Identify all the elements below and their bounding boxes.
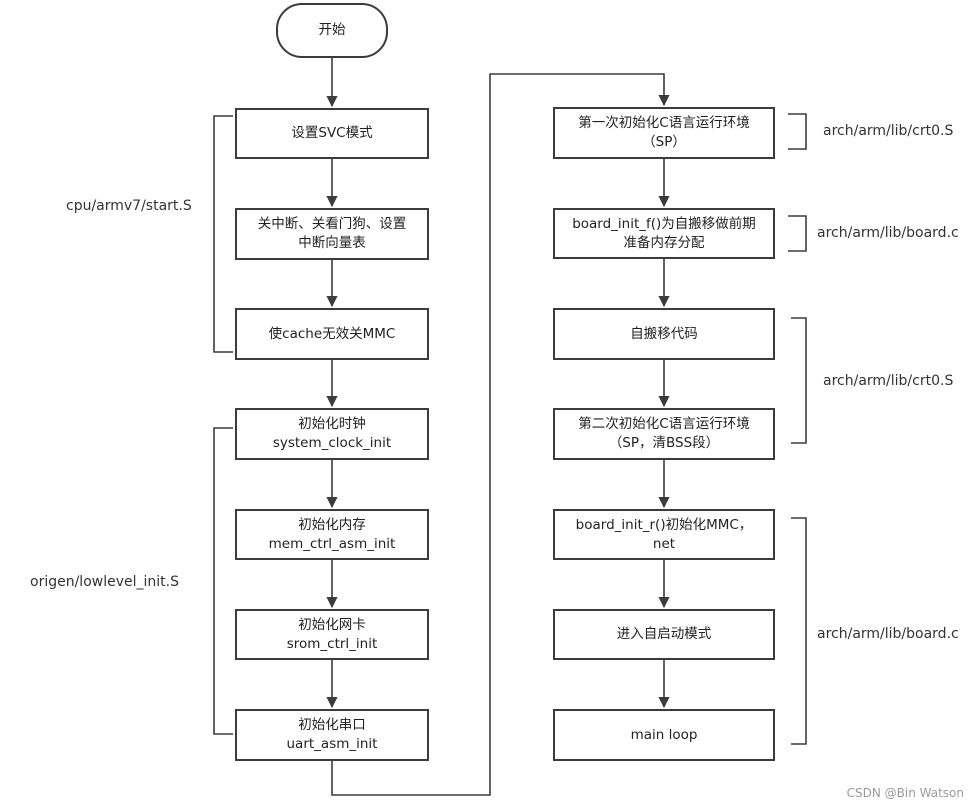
label-crt0-first: arch/arm/lib/crt0.S <box>823 123 954 139</box>
autoboot-node: 进入自启动模式 <box>553 609 775 660</box>
c-env-second-node-line1: 第二次初始化C语言运行环境 <box>578 416 750 432</box>
relocate-node-label: 自搬移代码 <box>630 325 698 342</box>
uart-init-node-line1: 初始化串口 <box>298 717 366 733</box>
mem-init-node-line2: mem_ctrl_asm_init <box>268 535 396 552</box>
start-node: 开始 <box>276 3 388 58</box>
main-loop-node: main loop <box>553 709 775 761</box>
svc-mode-node-label: 设置SVC模式 <box>291 125 373 141</box>
bracket-crt0-b <box>791 317 807 444</box>
clock-init-node-line2: system_clock_init <box>272 435 392 451</box>
mem-init-node: 初始化内存 mem_ctrl_asm_init <box>235 509 429 560</box>
label-lowlevel-init: origen/lowlevel_init.S <box>30 574 179 590</box>
bracket-start-s <box>213 115 233 353</box>
relocate-node: 自搬移代码 <box>553 308 775 360</box>
label-start-s: cpu/armv7/start.S <box>66 198 192 214</box>
board-init-f-node: board_init_f()为自搬移做前期 准备内存分配 <box>553 208 775 259</box>
board-init-f-node-line2: 准备内存分配 <box>623 234 705 251</box>
c-env-first-node-line2: （SP） <box>642 134 686 150</box>
label-crt0-second: arch/arm/lib/crt0.S <box>823 373 954 389</box>
uart-init-node-line2: uart_asm_init <box>286 736 378 752</box>
clock-init-node: 初始化时钟 system_clock_init <box>235 408 429 460</box>
start-node-label: 开始 <box>318 22 346 38</box>
irq-vector-node-line1: 关中断、关看门狗、设置 <box>257 216 407 232</box>
irq-vector-node: 关中断、关看门狗、设置 中断向量表 <box>235 208 429 260</box>
label-board-second: arch/arm/lib/board.c <box>817 626 959 642</box>
cache-mmc-node: 使cache无效关MMC <box>235 308 429 360</box>
board-init-r-node: board_init_r()初始化MMC， net <box>553 509 775 560</box>
c-env-second-node-line2: （SP，清BSS段） <box>608 435 720 451</box>
bracket-board-a <box>788 215 807 252</box>
bracket-crt0-a <box>788 113 807 150</box>
net-init-node: 初始化网卡 srom_ctrl_init <box>235 609 429 660</box>
main-loop-node-label: main loop <box>630 726 698 743</box>
c-env-second-node: 第二次初始化C语言运行环境 （SP，清BSS段） <box>553 408 775 460</box>
board-init-r-node-line1: board_init_r()初始化MMC， <box>575 516 753 533</box>
mem-init-node-line1: 初始化内存 <box>298 516 366 533</box>
autoboot-node-label: 进入自启动模式 <box>616 626 712 642</box>
net-init-node-line2: srom_ctrl_init <box>286 635 378 652</box>
clock-init-node-line1: 初始化时钟 <box>298 416 366 432</box>
net-init-node-line1: 初始化网卡 <box>298 616 366 633</box>
c-env-first-node: 第一次初始化C语言运行环境 （SP） <box>553 107 775 159</box>
arrow-uart-to-c-env1 <box>331 73 670 796</box>
watermark: CSDN @Bin Watson <box>846 786 964 800</box>
board-init-f-node-line1: board_init_f()为自搬移做前期 <box>572 215 756 232</box>
label-board-first: arch/arm/lib/board.c <box>817 225 959 241</box>
cache-mmc-node-label: 使cache无效关MMC <box>268 325 396 342</box>
c-env-first-node-line1: 第一次初始化C语言运行环境 <box>578 115 750 131</box>
bracket-board-b <box>791 517 807 745</box>
uart-init-node: 初始化串口 uart_asm_init <box>235 709 429 761</box>
irq-vector-node-line2: 中断向量表 <box>298 235 366 251</box>
board-init-r-node-line2: net <box>652 535 676 552</box>
bracket-lowlevel <box>213 427 233 735</box>
svc-mode-node: 设置SVC模式 <box>235 108 429 159</box>
